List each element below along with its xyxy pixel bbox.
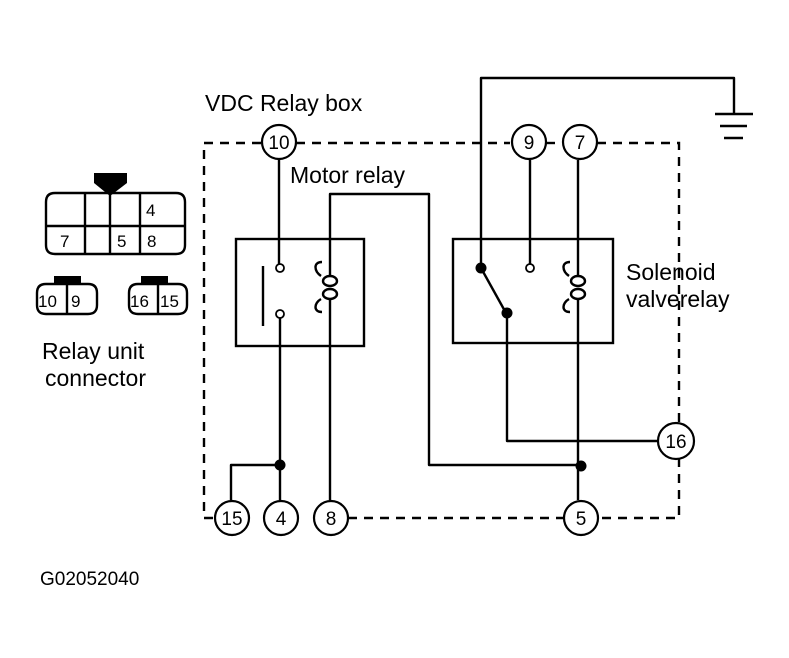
terminal-4: 4 — [262, 499, 300, 537]
solenoid-relay-label-line1: Solenoid — [626, 259, 716, 285]
terminal-5-label: 5 — [576, 509, 587, 530]
small-connector-pin-16: 16 — [130, 292, 149, 311]
figure-code: G02052040 — [40, 569, 139, 590]
small-connector-pin-15: 15 — [160, 292, 179, 311]
ground-icon — [715, 112, 753, 140]
terminal-15: 15 — [213, 499, 251, 537]
junction-dots — [274, 262, 587, 472]
motor-relay — [234, 237, 366, 348]
small-connector-pin-9: 9 — [71, 292, 80, 311]
connector-label-line1: Relay unit — [42, 338, 145, 364]
motor-relay-label: Motor relay — [290, 162, 406, 188]
terminal-4-label: 4 — [276, 509, 287, 530]
small-connector-left: 10 9 — [35, 276, 99, 316]
connector-pin-8: 8 — [147, 232, 156, 251]
connector-pin-7: 7 — [60, 232, 69, 251]
connector-label-line2: connector — [45, 365, 146, 391]
terminal-7: 7 — [561, 123, 599, 161]
relay-unit-connector: 4 7 5 8 — [44, 173, 187, 256]
terminal-9: 9 — [510, 123, 548, 161]
connector-key-icon — [94, 173, 127, 196]
connector-pin-5: 5 — [117, 232, 126, 251]
terminal-9-label: 9 — [524, 133, 535, 154]
small-connector-pin-10: 10 — [38, 292, 57, 311]
solenoid-relay-label-line2: valverelay — [626, 286, 730, 312]
relay-box-outline — [202, 141, 681, 520]
solenoid-valve-relay — [451, 237, 615, 345]
terminal-10: 10 — [260, 123, 298, 161]
small-connector-right: 16 15 — [127, 276, 189, 316]
terminal-8-label: 8 — [326, 509, 337, 530]
connector-pin-4: 4 — [146, 201, 155, 220]
motor-relay-coil-icon — [314, 260, 339, 314]
terminal-7-label: 7 — [575, 133, 586, 154]
relay-box-title: VDC Relay box — [205, 90, 363, 116]
terminal-16: 16 — [656, 421, 696, 461]
terminal-8: 8 — [312, 499, 350, 537]
terminal-10-label: 10 — [268, 133, 289, 154]
terminal-16-label: 16 — [665, 432, 686, 453]
terminal-15-label: 15 — [221, 509, 242, 530]
solenoid-relay-coil-icon — [562, 260, 587, 314]
terminal-5: 5 — [562, 499, 600, 537]
